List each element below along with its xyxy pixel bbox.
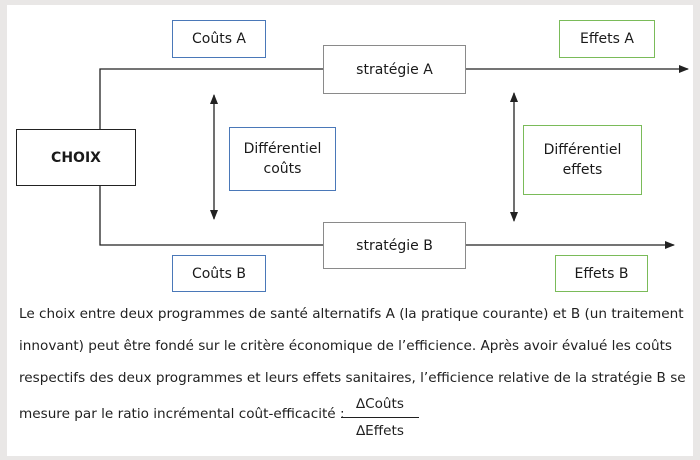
effect-differential-box: Différentiel effets [523,125,642,195]
choix-label: CHOIX [51,149,101,166]
strategy-a-label: stratégie A [356,61,433,78]
cost-differential-label: Différentiel coûts [243,141,322,177]
caption-line-2: innovant) peut être fondé sur le critère… [19,338,673,354]
fraction-denominator: ∆Effets [356,423,404,439]
effects-a-label: Effets A [580,31,634,47]
costs-a-label: Coûts A [191,31,247,47]
costs-a-box: Coûts A [172,20,266,58]
caption-line-1: Le choix entre deux programmes de santé … [19,306,684,322]
fraction-numerator: ∆Coûts [356,396,404,412]
effects-b-label: Effets B [574,265,629,282]
strategy-a-box: stratégie A [323,45,466,94]
icer-fraction: ∆Coûts ∆Effets [341,394,419,441]
cost-differential-box: Différentiel coûts [229,127,336,191]
fraction-bar [341,417,419,418]
choix-box: CHOIX [16,129,136,186]
effects-a-box: Effets A [559,20,655,58]
strategy-b-label: stratégie B [356,237,433,254]
effect-differential-label: Différentiel effets [543,142,622,178]
path-to-strategy-b [99,186,323,246]
strategy-b-box: stratégie B [323,222,466,269]
effects-b-box: Effets B [555,255,648,292]
path-to-strategy-a [99,68,323,129]
caption-line-4: mesure par le ratio incrémental coût-eff… [19,406,345,422]
caption-line-3: respectifs des deux programmes et leurs … [19,370,686,386]
costs-b-box: Coûts B [172,255,266,292]
costs-b-label: Coûts B [191,265,247,282]
